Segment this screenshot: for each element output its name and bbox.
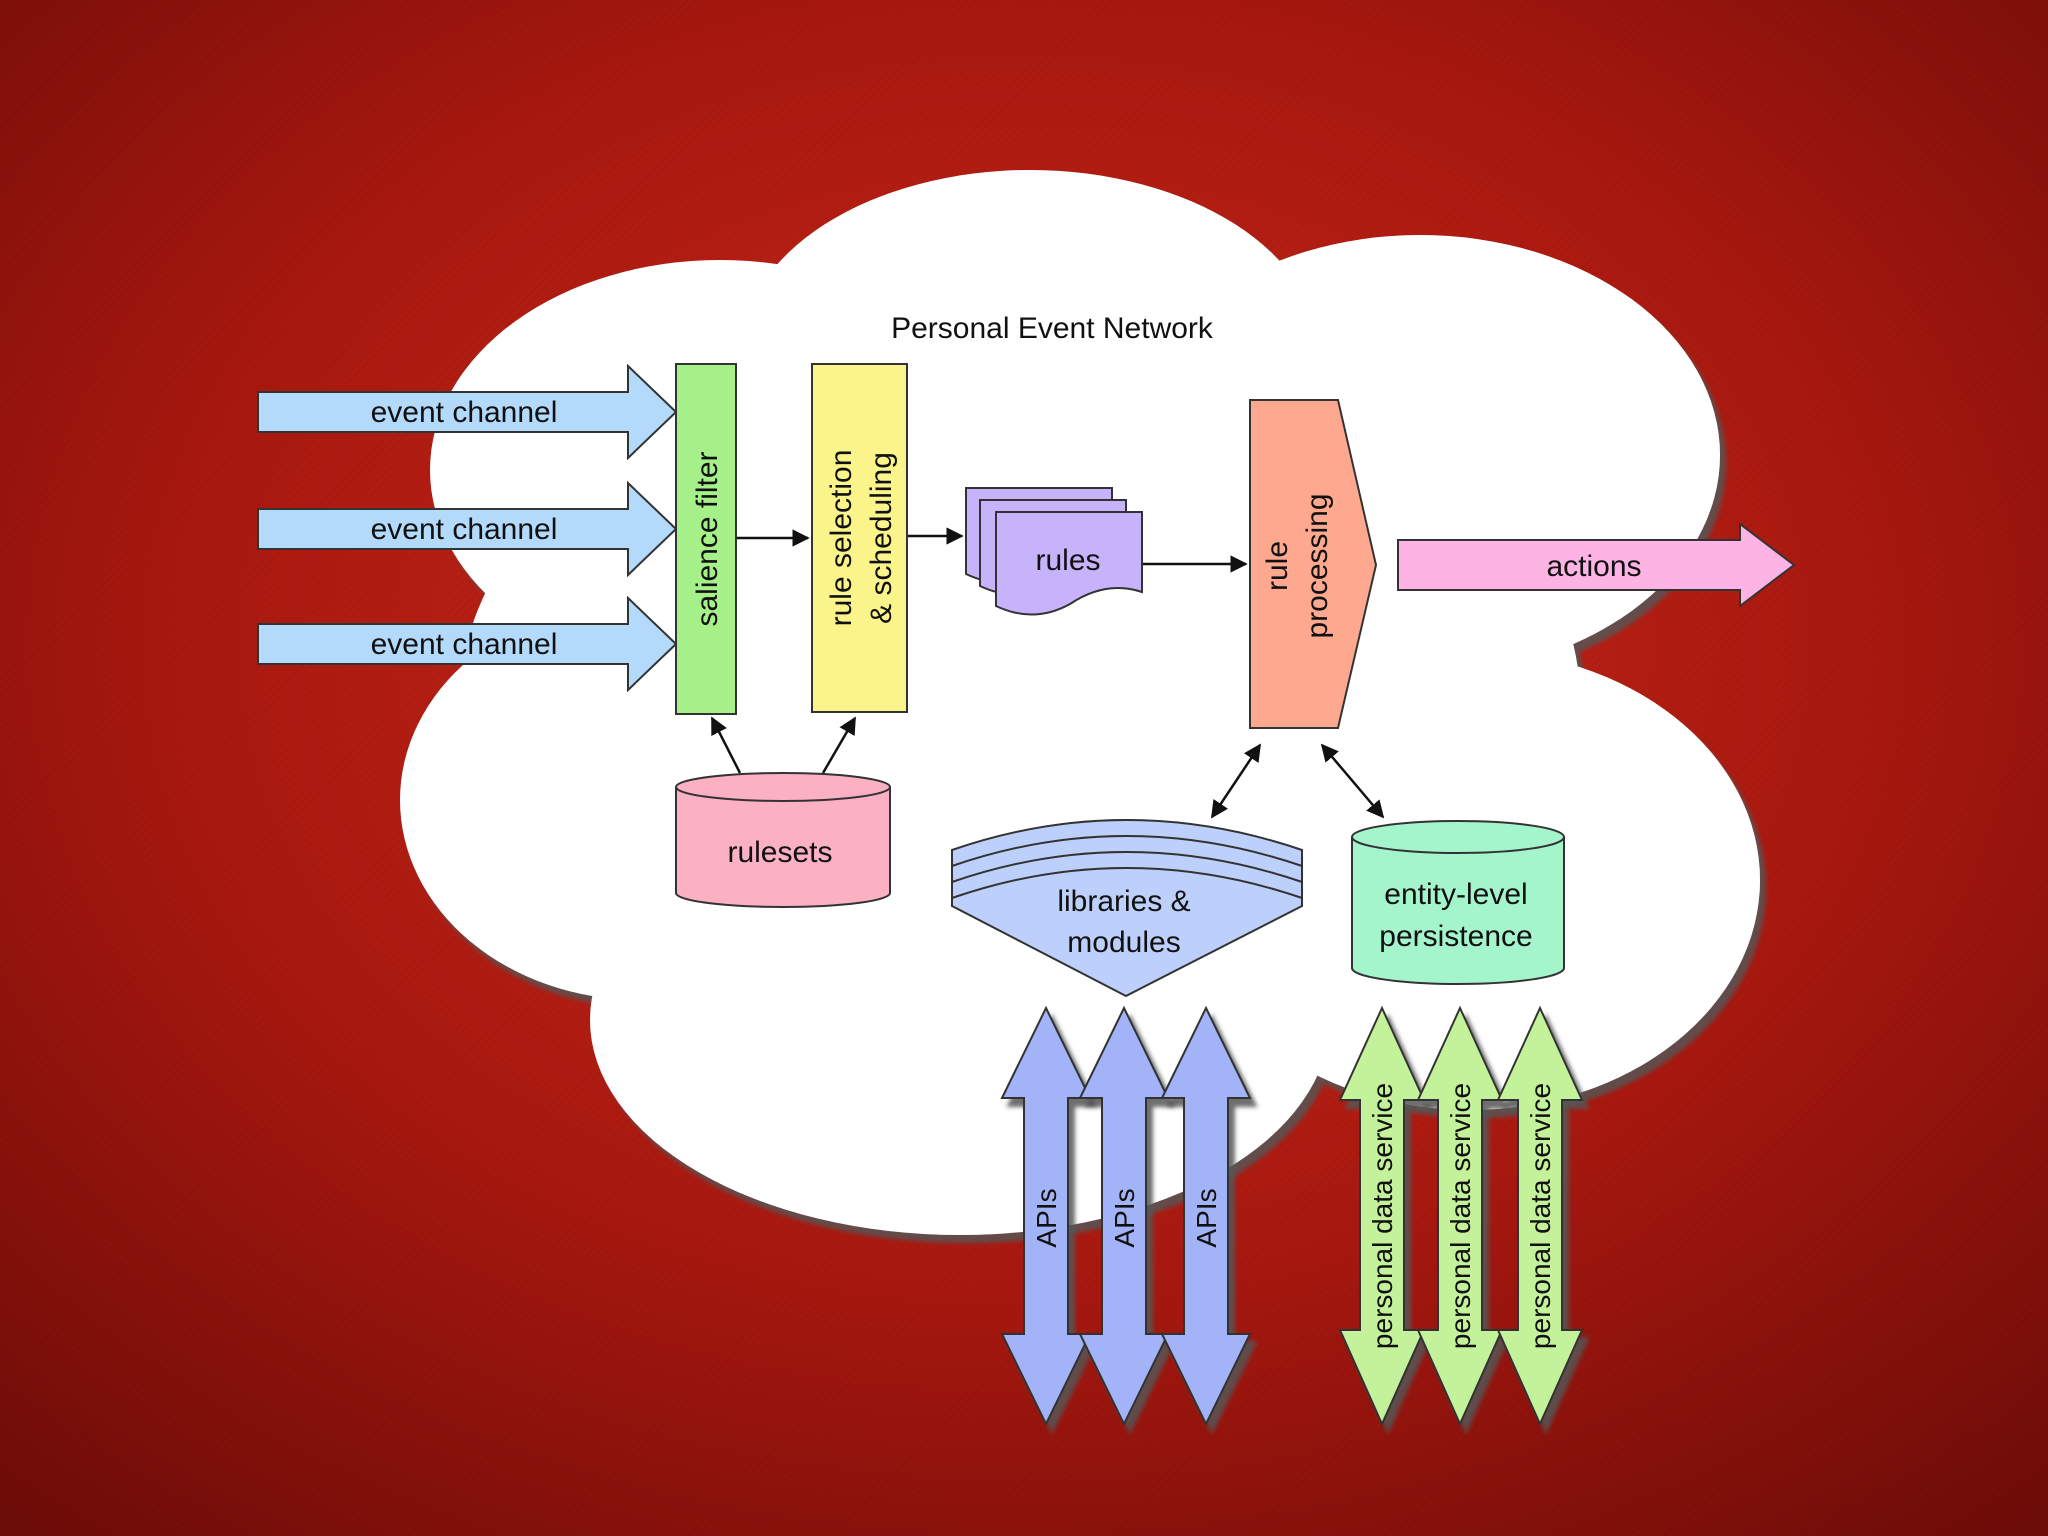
personal-data-service-label: personal data service bbox=[1445, 1083, 1476, 1349]
libraries-label: libraries & bbox=[1057, 885, 1190, 918]
connector-rulesets-to-selection bbox=[821, 716, 857, 774]
connector-processing-libraries bbox=[1210, 743, 1262, 819]
personal-data-service-arrow bbox=[1496, 1005, 1584, 1427]
actions-label: actions bbox=[1546, 550, 1641, 583]
salience-filter-box: salience filter bbox=[675, 363, 737, 715]
api-label: APIs bbox=[1109, 1188, 1140, 1247]
rule-selection-label: rule selection bbox=[825, 450, 858, 627]
rulesets-label: rulesets bbox=[727, 836, 832, 869]
libraries-stack: libraries & modules bbox=[951, 819, 1303, 998]
connector-rulesets-to-salience bbox=[710, 716, 742, 774]
flow-connectors bbox=[710, 527, 1385, 819]
api-arrow bbox=[1000, 1005, 1092, 1427]
event-channel-label: event channel bbox=[371, 513, 558, 546]
api-label: APIs bbox=[1191, 1188, 1222, 1247]
rule-selection-label: & scheduling bbox=[865, 452, 898, 624]
rule-processing-label: rule bbox=[1261, 541, 1294, 591]
persistence-cylinder: entity-level persistence bbox=[1351, 820, 1565, 985]
personal-data-service-label: personal data service bbox=[1367, 1083, 1398, 1349]
api-arrows: APIs APIs APIs bbox=[1000, 1005, 1252, 1427]
persistence-label: entity-level bbox=[1384, 878, 1527, 911]
salience-filter-label: salience filter bbox=[691, 451, 724, 626]
rules-label: rules bbox=[1035, 544, 1100, 577]
personal-data-service-arrows: personal data service personal data serv… bbox=[1338, 1005, 1584, 1427]
personal-data-service-label: personal data service bbox=[1525, 1083, 1556, 1349]
libraries-label: modules bbox=[1067, 926, 1180, 959]
api-arrow bbox=[1078, 1005, 1170, 1427]
personal-data-service-arrow bbox=[1338, 1005, 1426, 1427]
event-channel-arrow: event channel bbox=[257, 595, 678, 693]
event-channel-arrow: event channel bbox=[257, 363, 678, 461]
connector-processing-persistence bbox=[1320, 743, 1385, 819]
diagram-title: Personal Event Network bbox=[891, 312, 1214, 345]
persistence-label: persistence bbox=[1379, 920, 1532, 953]
rules-stack: rules bbox=[965, 487, 1143, 616]
rulesets-cylinder: rulesets bbox=[675, 772, 891, 908]
event-channel-label: event channel bbox=[371, 628, 558, 661]
personal-data-service-arrow bbox=[1416, 1005, 1504, 1427]
rule-processing-box: rule processing bbox=[1249, 399, 1378, 729]
api-label: APIs bbox=[1031, 1188, 1062, 1247]
actions-arrow: actions bbox=[1397, 521, 1796, 609]
rule-selection-box: rule selection & scheduling bbox=[811, 363, 908, 713]
rule-processing-label: processing bbox=[1301, 493, 1334, 638]
api-arrow bbox=[1160, 1005, 1252, 1427]
event-channel-label: event channel bbox=[371, 396, 558, 429]
event-channel-arrow: event channel bbox=[257, 480, 678, 578]
